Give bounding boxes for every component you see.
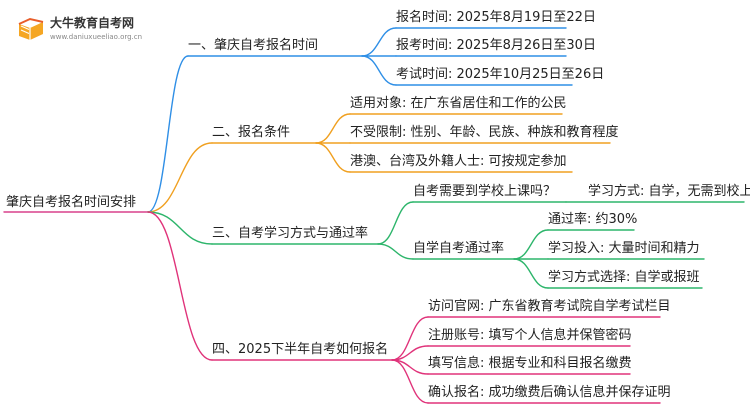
branch-1-item-2: 报考时间: 2025年8月26日至30日 <box>396 38 596 53</box>
branch-3-sub-2-item-2: 学习投入: 大量时间和精力 <box>548 241 700 256</box>
root-topic: 肇庆自考报名时间安排 <box>6 195 137 210</box>
branch-2-label: 二、报名条件 <box>212 125 291 140</box>
branch-3-sub-2-connector <box>377 243 414 260</box>
logo-name: 大牛教育自考网 <box>50 16 135 30</box>
branch-4-item-1-connector <box>391 316 429 361</box>
branch-1-label: 一、肇庆自考报名时间 <box>188 38 319 53</box>
branch-2-item-3: 港澳、台湾及外籍人士: 可按规定参加 <box>350 154 567 169</box>
branch-2-item-1-connector <box>315 113 351 144</box>
branch-3-sub-2-item-1-connector <box>513 229 549 260</box>
branch-2-item-1: 适用对象: 在广东省居住和工作的公民 <box>350 96 567 111</box>
branch-4-item-1: 访问官网: 广东省教育考试院自学考试栏目 <box>428 299 671 314</box>
logo-url: www.daniuxueeliao.org.cn <box>50 33 143 41</box>
branch-2-item-2: 不受限制: 性别、年龄、民族、种族和教育程度 <box>350 125 619 140</box>
branch-4-item-3: 填写信息: 根据专业和科目报名缴费 <box>428 356 632 371</box>
branch-4-item-4-connector <box>391 359 429 404</box>
site-logo: 大牛教育自考网 www.daniuxueeliao.org.cn <box>16 12 146 48</box>
branch-2-item-3-connector <box>315 142 351 173</box>
branch-3-sub-1-connector <box>377 201 414 245</box>
book-logo-icon <box>18 17 44 40</box>
branch-3-sub-2-item-3-connector <box>513 258 549 289</box>
branch-3-sub-2-item-3: 学习方式选择: 自学或报班 <box>548 270 700 285</box>
branch-3-connector <box>147 211 213 245</box>
branch-1-item-1-connector <box>361 27 397 57</box>
branch-2-connector <box>147 142 213 213</box>
branch-1-connector <box>147 55 189 213</box>
branch-3-sub-1: 自考需要到学校上课吗？ <box>413 184 557 199</box>
branch-1-item-3-connector <box>361 55 397 86</box>
branch-4-connector <box>147 211 213 361</box>
branch-1-item-1: 报名时间: 2025年8月19日至22日 <box>396 10 596 25</box>
branch-4-label: 四、2025下半年自考如何报名 <box>212 342 389 357</box>
branch-4-item-2: 注册账号: 填写个人信息并保管密码 <box>428 328 632 343</box>
branch-3-sub-1-item-1: 学习方式: 自学，无需到校上课 <box>588 184 750 199</box>
branch-4-item-4: 确认报名: 成功缴费后确认信息并保存证明 <box>428 385 671 400</box>
branch-3-sub-2-item-1: 通过率: 约30% <box>548 212 638 227</box>
branch-3-sub-2: 自学自考通过率 <box>413 241 505 256</box>
branch-1-item-3: 考试时间: 2025年10月25日至26日 <box>396 67 605 82</box>
branch-3-label: 三、自考学习方式与通过率 <box>212 226 369 241</box>
